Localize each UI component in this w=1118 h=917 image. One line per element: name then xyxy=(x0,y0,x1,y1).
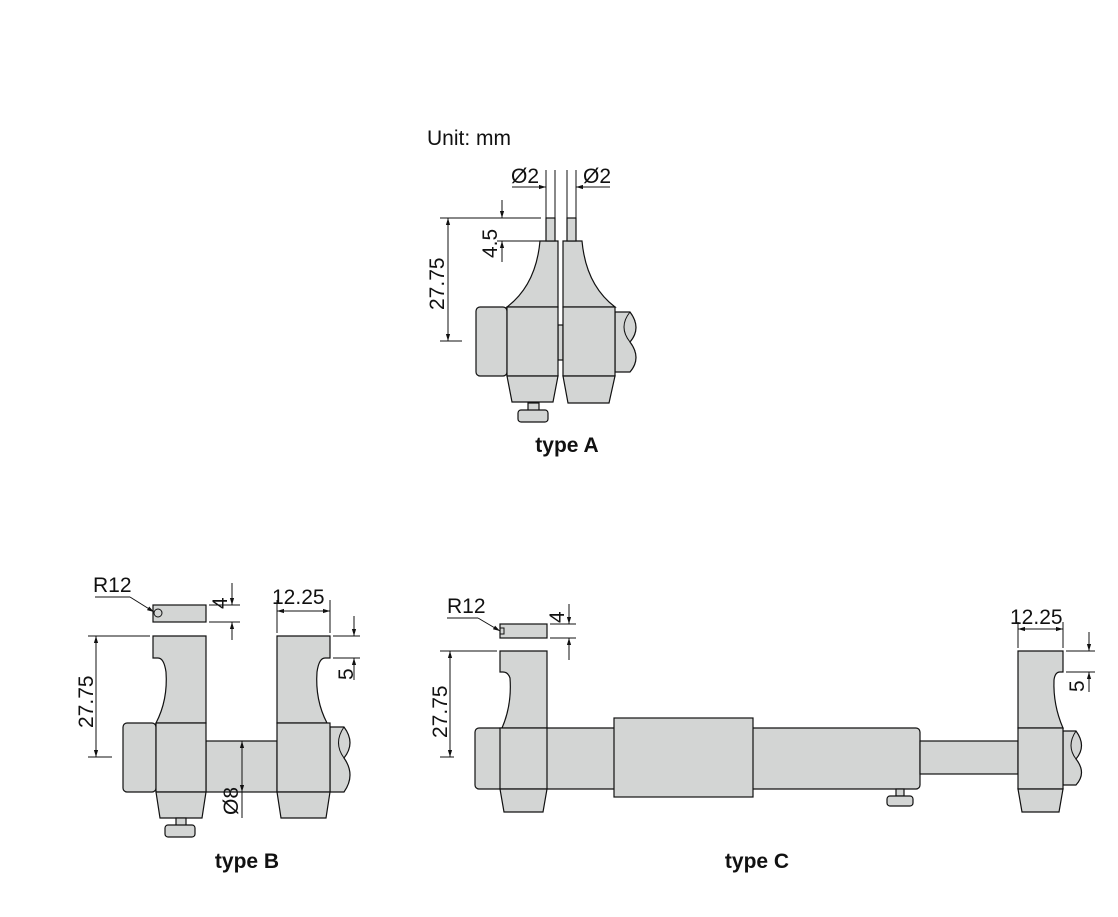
type-a-height: 27.75 xyxy=(426,257,449,310)
type-a-rod-right xyxy=(614,311,637,373)
type-a-left-jaw xyxy=(505,240,559,308)
type-a-tip-length: 4.5 xyxy=(479,229,502,258)
type-c-drawing: R12 4 12.25 5 27.75 xyxy=(429,595,1095,813)
type-a-dia-left: Ø2 xyxy=(511,165,539,188)
type-b-width: 12.25 xyxy=(272,586,325,609)
type-a-label: type A xyxy=(535,434,598,457)
type-a-body-left xyxy=(475,306,508,377)
type-c-left-jaw xyxy=(499,650,548,729)
type-a-right-jaw xyxy=(562,240,617,308)
type-c-cap xyxy=(499,623,548,639)
type-c-sleeve xyxy=(613,717,754,798)
unit-label: Unit: mm xyxy=(427,127,511,150)
type-c-cap-thickness: 4 xyxy=(546,611,569,623)
type-c-height: 27.75 xyxy=(429,685,452,738)
type-b-knurled-knob xyxy=(164,824,196,838)
type-b-right-jaw xyxy=(276,635,331,724)
type-b-cap-thickness: 4 xyxy=(209,597,232,609)
type-a-drawing: Ø2 Ø2 4.5 27.75 xyxy=(426,165,637,423)
type-b-rod-dia: Ø8 xyxy=(220,787,243,815)
type-a-left-pin xyxy=(545,217,556,242)
type-a-right-pin xyxy=(566,217,577,242)
type-b-height: 27.75 xyxy=(75,675,98,728)
type-c-width: 12.25 xyxy=(1010,606,1063,629)
type-b-radius: R12 xyxy=(93,574,132,597)
type-b-cap xyxy=(152,604,207,623)
type-c-rod xyxy=(919,740,1019,775)
type-c-knurled-knob xyxy=(886,795,914,807)
type-c-notch: 5 xyxy=(1066,680,1089,692)
type-b-left-jaw xyxy=(152,635,207,724)
type-c-radius: R12 xyxy=(447,595,486,618)
type-a-dia-right: Ø2 xyxy=(583,165,611,188)
type-b-label: type B xyxy=(215,850,279,873)
type-a-knurled-knob xyxy=(517,409,549,423)
type-c-right-jaw xyxy=(1017,650,1064,729)
type-b-drawing: R12 4 12.25 5 27.75 Ø8 xyxy=(75,574,360,838)
type-c-label: type C xyxy=(725,850,789,873)
type-b-notch: 5 xyxy=(335,668,358,680)
